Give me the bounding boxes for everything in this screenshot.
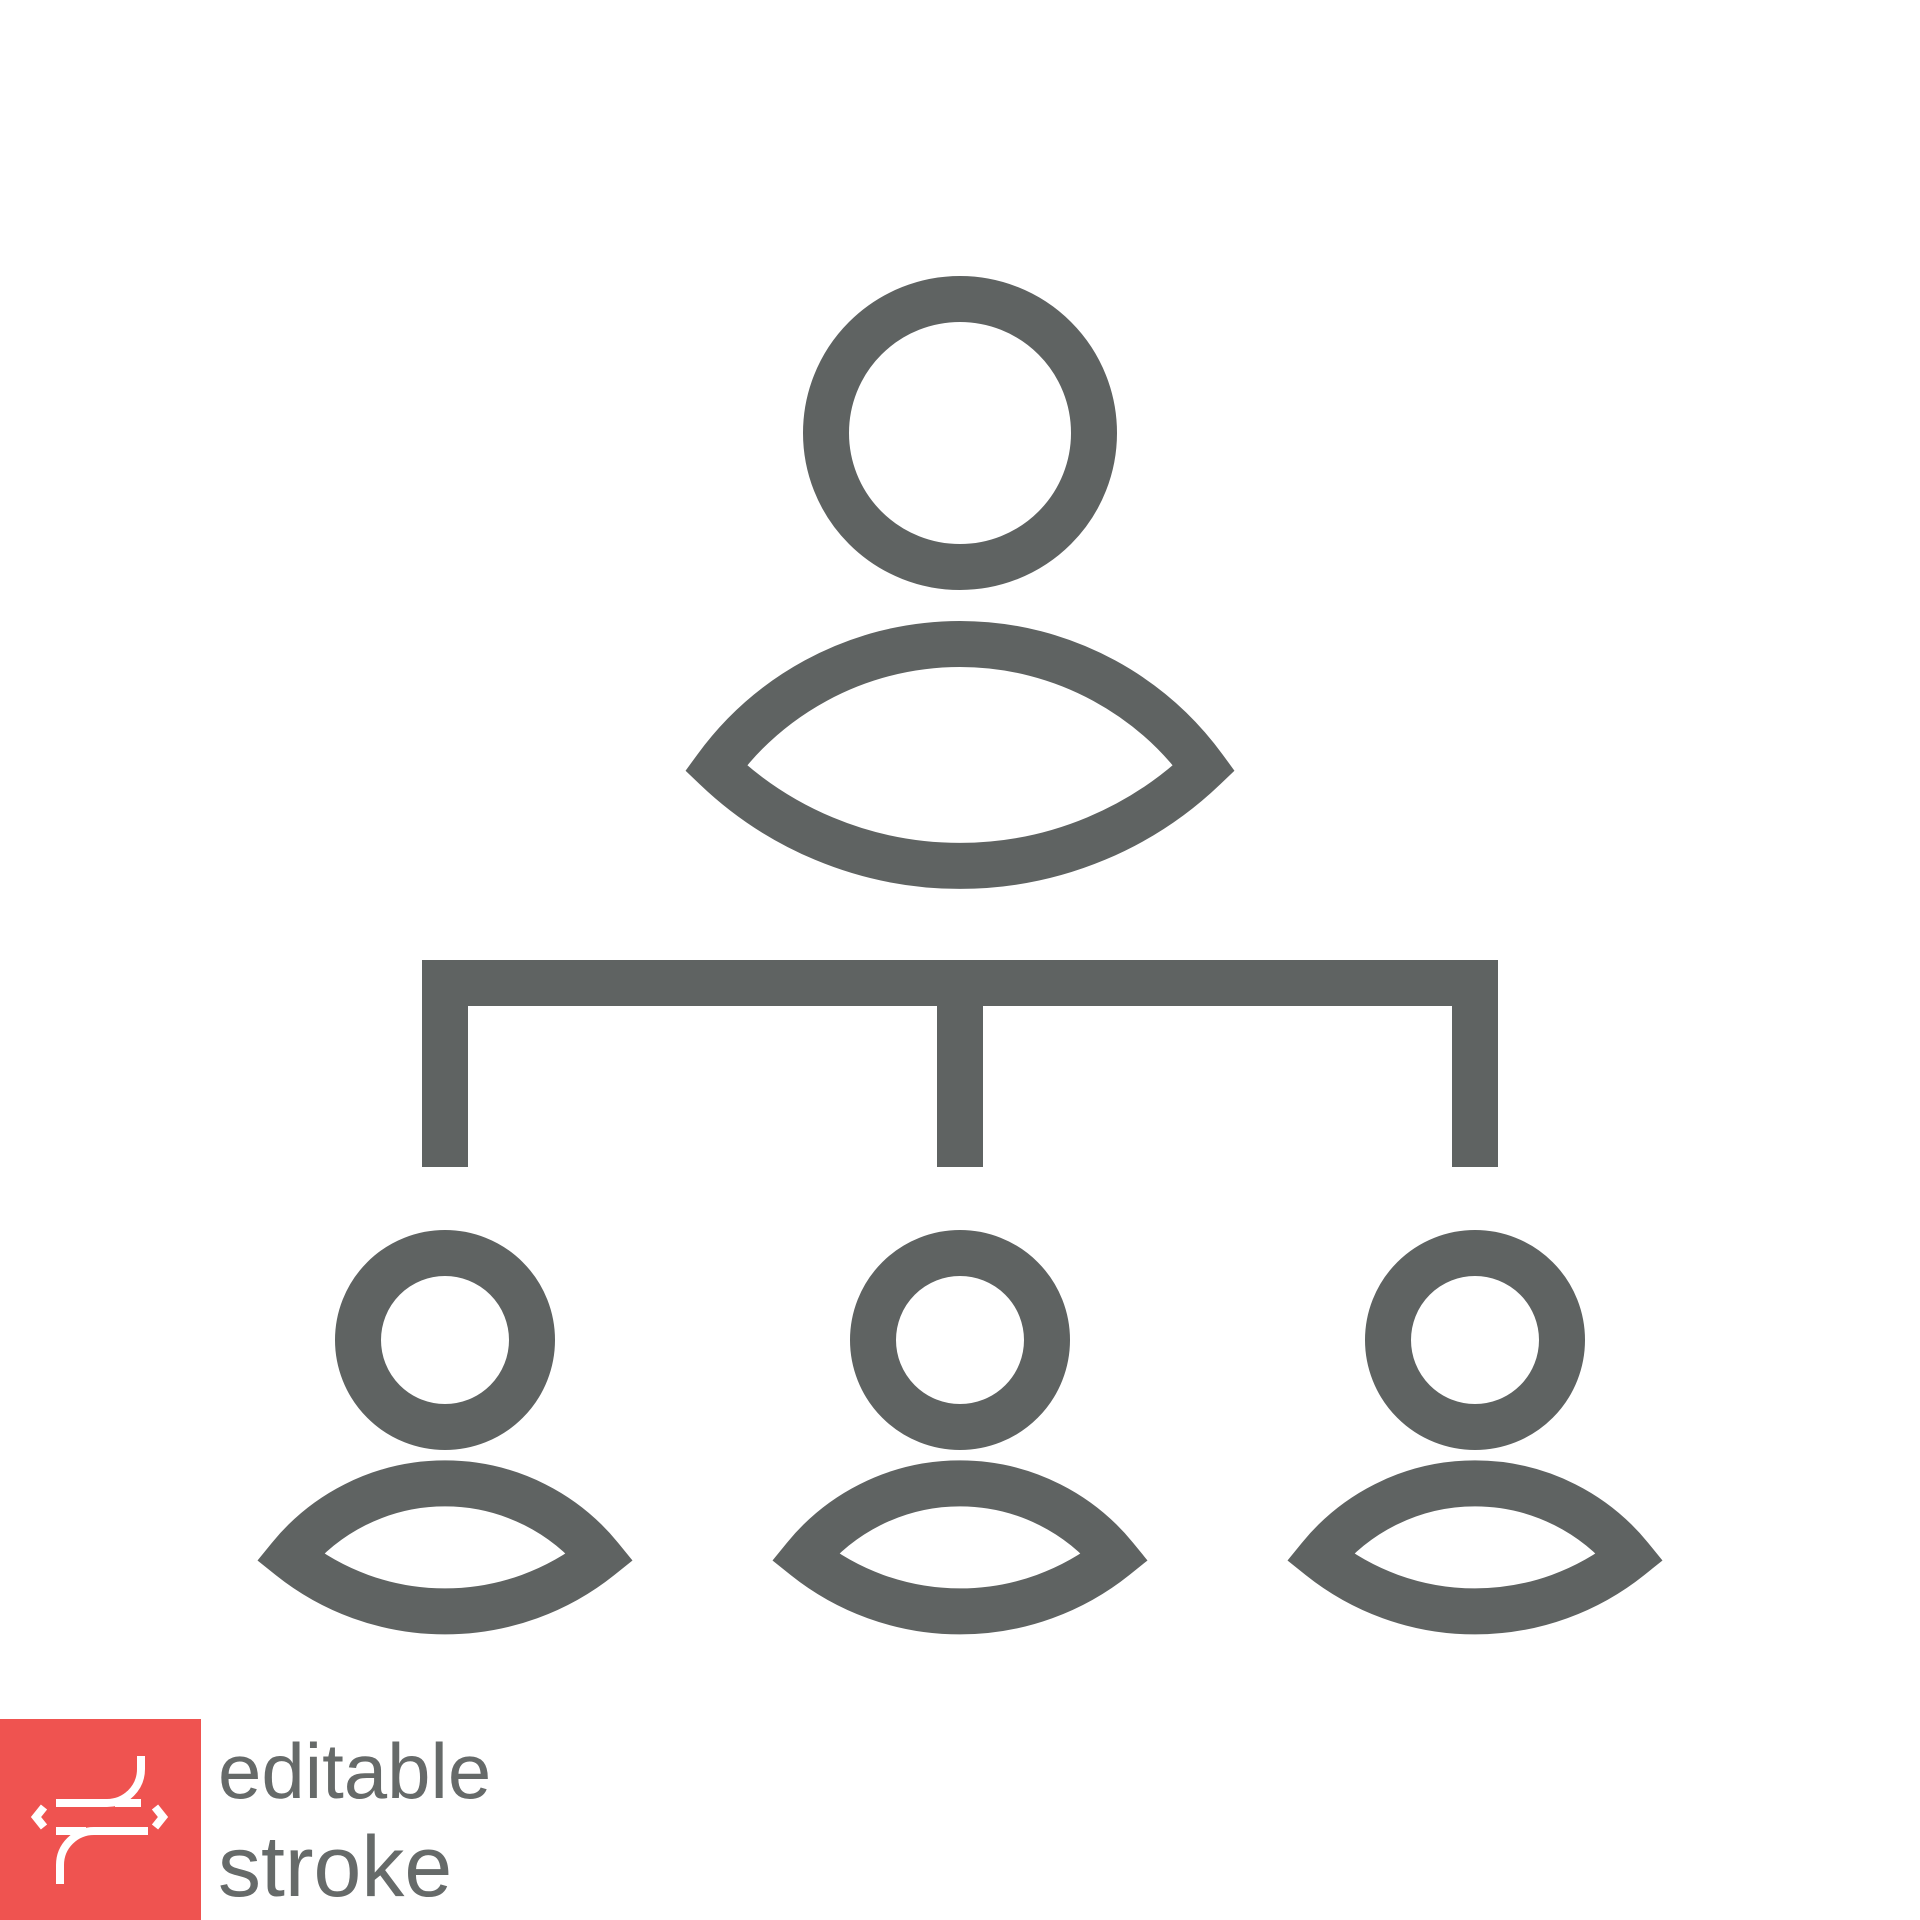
badge-line-stroke: stroke bbox=[218, 1819, 453, 1915]
team-member-right-icon bbox=[1287, 1230, 1663, 1635]
hierarchy-connector-lines bbox=[422, 960, 1498, 1167]
editable-stroke-label: editable stroke bbox=[218, 1732, 491, 1910]
team-member-middle-icon bbox=[772, 1230, 1148, 1635]
editable-stroke-badge bbox=[0, 1719, 201, 1920]
team-member-left-icon bbox=[257, 1230, 633, 1635]
badge-line-editable: editable bbox=[218, 1727, 492, 1815]
editable-stroke-path-icon bbox=[30, 1756, 169, 1884]
manager-person-icon bbox=[685, 276, 1235, 889]
